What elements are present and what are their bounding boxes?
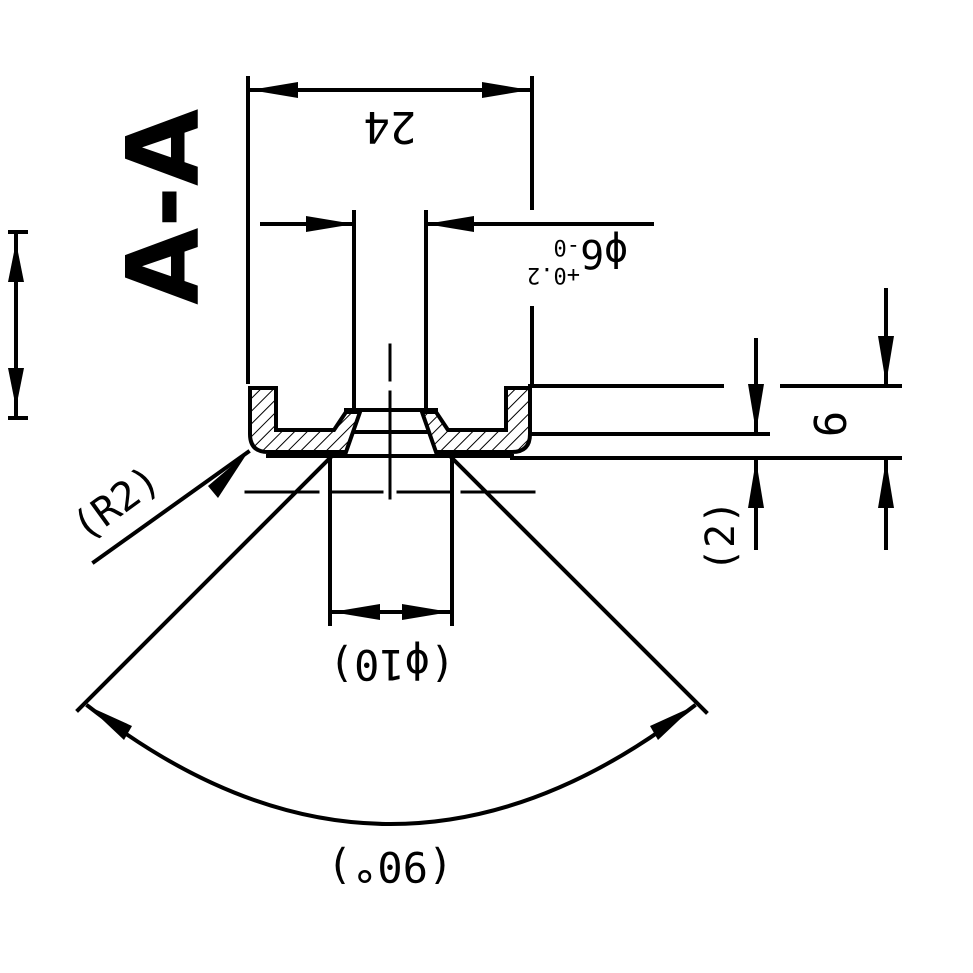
dimension-width: 24 [246, 76, 534, 384]
angle-value: (90°) [327, 842, 453, 891]
section-label: A-A [105, 109, 222, 305]
dimension-diameter-10: (ϕ10) [328, 456, 455, 689]
diameter-10-value: (ϕ10) [329, 640, 455, 689]
width-value: 24 [364, 101, 417, 152]
radius-value: (R2) [64, 457, 169, 551]
bore-tolerance-lower: -0 [554, 234, 581, 259]
bore-tolerance-upper: +0.2 [527, 262, 580, 287]
height-value: 6 [806, 411, 857, 438]
dimension-bore: ϕ6 +0.2 -0 [260, 210, 654, 412]
thickness-value: (2) [698, 500, 744, 572]
dimension-thickness: (2) [698, 338, 764, 572]
bore-value: ϕ6 [580, 230, 628, 276]
dimension-radius: (R2) [64, 449, 251, 565]
dimension-height: 6 [806, 288, 894, 550]
section-direction-arrow [8, 230, 28, 420]
right-wall-hatch [419, 386, 532, 454]
dimension-angle: (90°) [75, 455, 709, 891]
left-wall-hatch [248, 386, 363, 454]
height-extension-lines [510, 384, 902, 460]
centerline [244, 343, 536, 500]
